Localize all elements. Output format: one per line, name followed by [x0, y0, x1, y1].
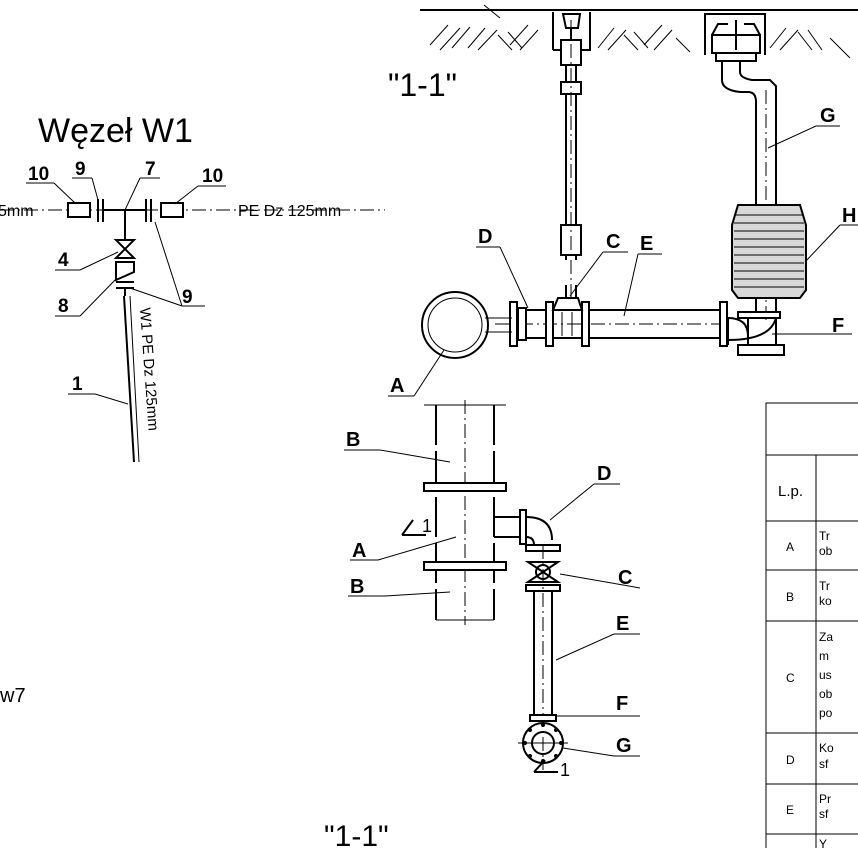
callout-10-right: 10 — [202, 166, 223, 187]
plan-label-e: E — [616, 613, 629, 635]
legend-table: L.p. A Tr ob B Tr ko C Za m us ob po D K… — [765, 402, 858, 848]
main-pipe-a-section — [421, 291, 489, 359]
plan-label-d: D — [597, 463, 611, 485]
table-row-c-text2: m — [819, 649, 829, 663]
section-mark-bottom: 1 — [560, 760, 570, 780]
label-a-section: A — [390, 375, 404, 397]
table-row-a-id: A — [786, 540, 794, 554]
table-row-c-text5: po — [819, 706, 833, 720]
section-mark-top: 1 — [422, 516, 432, 536]
table-row-c-id: C — [786, 671, 795, 685]
plan-bottom-title: "1-1" — [324, 820, 389, 848]
label-f: F — [832, 315, 844, 337]
plan-label-b-bottom: B — [350, 576, 364, 598]
table-row-d-text1: Ko — [819, 741, 834, 755]
callout-1: 1 — [72, 374, 83, 395]
table-last-row-fragment: Y — [819, 837, 827, 848]
plan-label-c: C — [618, 567, 632, 589]
plan-label-g: G — [616, 735, 632, 757]
plan-label-a: A — [352, 540, 366, 562]
label-c: C — [606, 231, 620, 253]
callout-7: 7 — [145, 159, 156, 180]
side-fragment-label: w7 — [0, 685, 26, 707]
table-row-b-text2: ko — [819, 594, 832, 608]
plan-label-f: F — [616, 693, 628, 715]
branch-pipe-label: W1 PE Dz 125mm — [136, 307, 162, 431]
node-title: Węzeł W1 — [38, 112, 193, 150]
right-pipe-label: PE Dz 125mm — [238, 203, 341, 220]
table-row-a-text1: Tr — [819, 529, 830, 543]
callout-10-left: 10 — [28, 164, 49, 185]
label-g: G — [820, 105, 836, 127]
table-row-c-text4: ob — [819, 687, 833, 701]
table-header-lp: L.p. — [778, 483, 803, 500]
table-row-a-text2: ob — [819, 544, 833, 558]
end-cap-left — [67, 202, 91, 218]
label-h: H — [842, 205, 856, 227]
callout-8: 8 — [58, 296, 69, 317]
table-row-b-id: B — [786, 590, 794, 604]
branch-pipe — [123, 295, 135, 463]
node-w1-diagram: Węzeł W1 5mm PE Dz 125mm W1 PE Dz 125mm … — [0, 112, 385, 707]
table-row-e-text1: Pr — [819, 792, 831, 806]
hydrant-box — [704, 13, 766, 55]
table-row-d-text2: sf — [819, 757, 829, 771]
callout-9-top: 9 — [75, 159, 86, 180]
section-1-1-view: "1-1" — [388, 4, 858, 397]
drainage-block-h — [731, 204, 807, 299]
table-row-c-text3: us — [819, 668, 832, 682]
left-pipe-label: 5mm — [0, 203, 34, 220]
plan-valve-c — [524, 561, 562, 583]
table-row-e-id: E — [786, 803, 794, 817]
plan-label-b-top: B — [346, 429, 360, 451]
gate-valve-symbol — [113, 239, 137, 259]
callout-9-bottom: 9 — [182, 287, 193, 308]
table-row-c-text1: Za — [819, 630, 833, 644]
section-title: "1-1" — [388, 67, 457, 103]
callout-4: 4 — [58, 250, 69, 271]
label-e: E — [640, 233, 653, 255]
table-row-e-text2: sf — [819, 807, 829, 821]
table-row-b-text1: Tr — [819, 579, 830, 593]
label-d: D — [478, 226, 492, 248]
end-cap-right — [160, 202, 184, 218]
table-row-d-id: D — [786, 753, 795, 767]
plan-view: 1 1 B A B D C E F G "1-1" — [324, 400, 641, 848]
